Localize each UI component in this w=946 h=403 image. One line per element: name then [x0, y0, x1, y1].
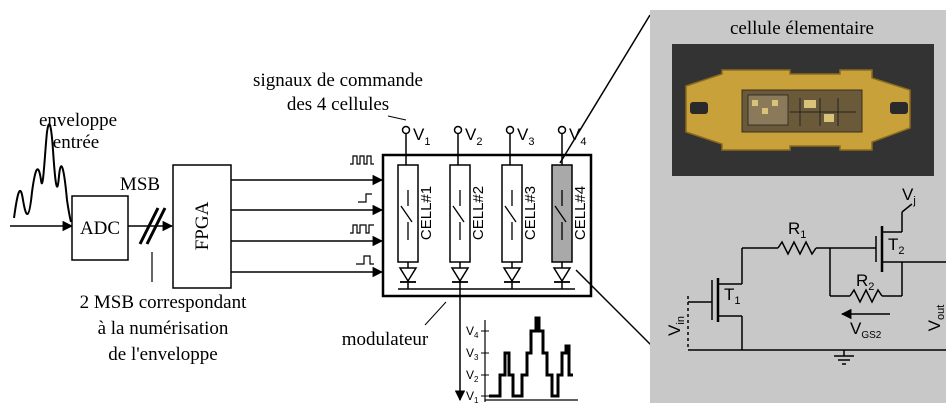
adc-block	[71, 195, 129, 261]
supply-v2: V2	[453, 125, 482, 165]
pulse-symbol-3	[350, 224, 374, 234]
supply-v3: V3	[505, 125, 534, 165]
fpga-label: FPGA	[192, 201, 213, 250]
level-label-v1: V1	[466, 389, 479, 403]
signaux-pointer	[387, 115, 407, 121]
stepped-waveform	[489, 316, 573, 398]
level-label-v3: V3	[466, 346, 479, 362]
diode-icon	[398, 262, 418, 289]
t1-label: T1	[724, 285, 741, 307]
msb-note-line2: à la numérisation	[98, 318, 229, 339]
msb-note-line3: de l'enveloppe	[108, 344, 217, 365]
supply-label-v1: V1	[413, 125, 430, 148]
switch-icon	[554, 190, 567, 240]
resistor-r1	[777, 240, 817, 256]
r1-label: R1	[788, 219, 806, 241]
command-lines	[231, 174, 384, 278]
cell-label-4: CELL#4	[572, 186, 589, 240]
bus-slash-1	[138, 207, 160, 245]
adc-label: ADC	[80, 218, 120, 239]
cells: CELL#1 CELL#2 CELL#3 CELL#4	[397, 164, 589, 263]
pulse-symbol-1	[350, 155, 374, 165]
r2-label: R2	[856, 271, 874, 293]
signaux-label-line1: signaux de commande	[253, 70, 423, 91]
signaux-label-line2: des 4 cellules	[287, 94, 389, 115]
switch-icon	[504, 190, 517, 240]
supply-label-v3: V3	[517, 125, 534, 148]
diode-icon	[450, 262, 470, 289]
level-label-v4: V4	[466, 324, 479, 340]
cellule-label: cellule élementaire	[730, 18, 874, 39]
pulse-symbol-2	[358, 193, 372, 203]
vout-label: Vout	[925, 305, 946, 332]
cell-4: CELL#4	[551, 164, 589, 263]
switch-icon	[452, 190, 465, 240]
input-envelope: enveloppe entrée	[10, 110, 117, 232]
cell-label-3: CELL#3	[522, 186, 539, 240]
supply-v1: V1	[401, 125, 430, 165]
cell-label-1: CELL#1	[418, 186, 435, 240]
chip-photo	[672, 44, 934, 176]
t2-label: T2	[888, 235, 905, 257]
level-label-v2: V2	[466, 368, 479, 384]
switch-icon	[400, 190, 413, 240]
vj-label: Vj	[902, 185, 916, 207]
output-waveform-plot: V4 V3 V2 V1	[454, 289, 578, 403]
diode-icon	[552, 262, 572, 289]
transistor-schematic	[687, 203, 946, 365]
modulateur-pointer	[424, 301, 447, 326]
bus-slash-2	[145, 207, 167, 245]
msb-note-line1: 2 MSB correspondant	[80, 292, 247, 313]
modulateur-label: modulateur	[342, 329, 429, 350]
pulse-symbols	[350, 155, 374, 265]
vgs2-label: VGS2	[850, 319, 882, 341]
diode-icon	[502, 262, 522, 289]
supply-terminals: V1 V2 V3 V4	[401, 125, 586, 165]
envelope-waveform	[13, 123, 72, 223]
enveloppe-label-line1: enveloppe	[39, 110, 117, 131]
pulse-symbol-4	[356, 255, 374, 265]
resistor-r2	[849, 288, 883, 304]
supply-label-v4: V4	[569, 125, 586, 148]
supply-label-v2: V2	[465, 125, 482, 148]
vin-label: Vin	[665, 316, 687, 336]
enveloppe-label-line2: entrée	[53, 132, 99, 153]
cell-label-2: CELL#2	[470, 186, 487, 240]
fpga-block	[172, 164, 232, 289]
zoom-line-top	[559, 14, 651, 164]
zoom-line-bottom	[575, 269, 657, 351]
cell-1: CELL#1	[397, 164, 435, 263]
diodes	[398, 262, 575, 290]
msb-label: MSB	[120, 174, 160, 195]
